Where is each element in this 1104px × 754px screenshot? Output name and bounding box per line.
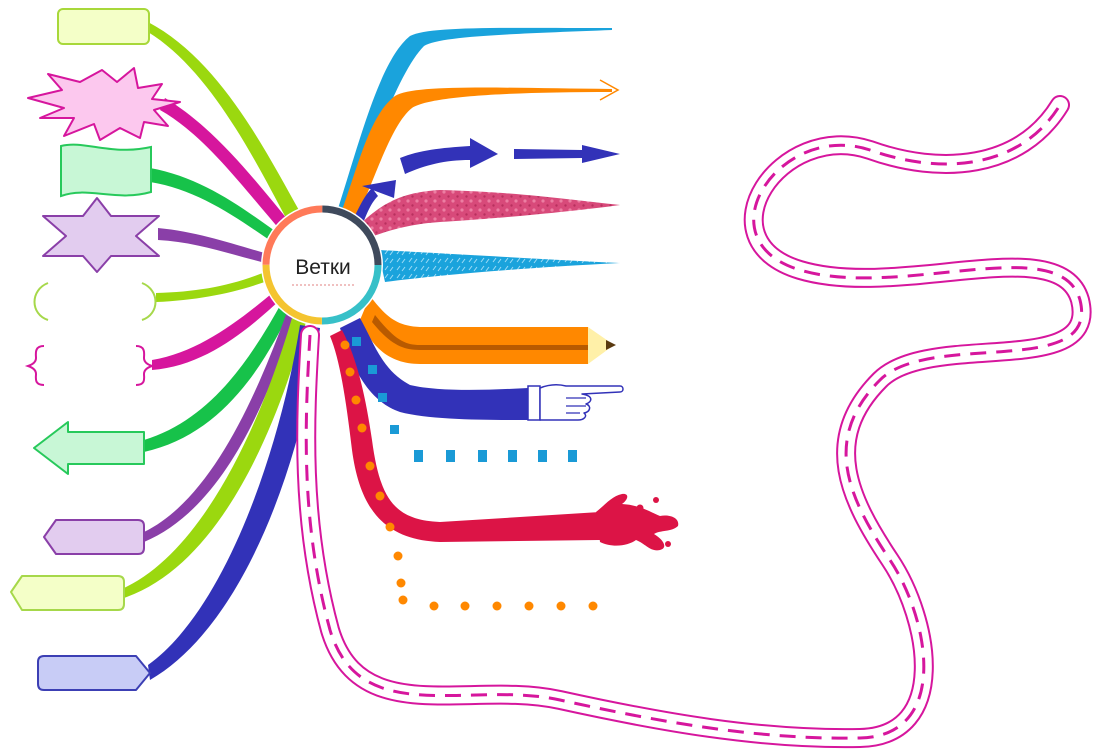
- branch-to-parentheses: [156, 270, 273, 302]
- central-topic[interactable]: Ветки: [261, 204, 383, 326]
- splash-drop: [653, 497, 659, 503]
- square-dash: [568, 450, 577, 462]
- hexagram-node[interactable]: [42, 197, 160, 273]
- arrow-chain-second-arrow: [400, 138, 498, 174]
- dot: [351, 395, 361, 405]
- open-arrow-branch: [340, 79, 620, 220]
- dot: [345, 367, 355, 377]
- left-parenthesis-shape: [33, 282, 49, 321]
- hand-cuff: [527, 385, 541, 421]
- left-pointer-lime-node[interactable]: [10, 575, 125, 611]
- dot: [357, 423, 367, 433]
- square-dash: [414, 450, 423, 462]
- splash-branch: [330, 330, 679, 551]
- road-branch: [296, 95, 1092, 749]
- dot: [375, 491, 385, 501]
- dot: [460, 601, 470, 611]
- dotted-branch: [340, 340, 598, 611]
- dot: [588, 601, 598, 611]
- branch-to-left-pointer-lime: [124, 318, 306, 598]
- pencil-tip-lead: [606, 340, 616, 350]
- dot: [398, 595, 408, 605]
- branch-to-hexagram: [158, 228, 272, 264]
- rounded-rectangle-node[interactable]: [57, 8, 150, 45]
- left-arrow-node[interactable]: [33, 421, 145, 475]
- splash-drop: [665, 541, 671, 547]
- splash-arm: [330, 330, 600, 542]
- branch-to-rounded-rectangle: [148, 22, 300, 218]
- arrow-chain-third-arrow: [514, 145, 620, 163]
- square-dash-branch: [352, 337, 577, 462]
- central-topic-ring-yellow: [262, 205, 382, 325]
- patterned-branch: [358, 190, 620, 238]
- parentheses-node[interactable]: [33, 282, 157, 321]
- pencil-body: [360, 296, 588, 364]
- wave-flag-node[interactable]: [60, 143, 152, 198]
- starburst-node[interactable]: [27, 67, 181, 141]
- open-arrow-head: [599, 79, 620, 101]
- central-topic-ring-slate: [262, 205, 382, 325]
- dot: [524, 601, 534, 611]
- branch-to-wave-flag: [150, 168, 285, 246]
- left-brace-shape: [24, 345, 45, 386]
- hand-finger-lines: [566, 397, 586, 414]
- branch-to-left-pointer-violet: [144, 312, 295, 542]
- left-nodes: [10, 8, 181, 691]
- dot: [365, 461, 375, 471]
- square-dash: [478, 450, 487, 462]
- branch-to-curly-braces: [152, 290, 282, 370]
- pencil-stripe: [372, 315, 588, 350]
- branch-to-left-arrow: [144, 302, 292, 452]
- dot: [385, 522, 395, 532]
- pencil-tip-wood: [588, 327, 614, 364]
- square-dash: [352, 337, 361, 346]
- arrow-chain-branch: [352, 138, 620, 226]
- dot: [429, 601, 439, 611]
- central-topic-label: Ветки: [295, 256, 351, 279]
- central-topic-background: [261, 204, 383, 326]
- pointing-hand-icon: [527, 383, 624, 421]
- right-parenthesis-shape: [141, 282, 157, 321]
- splash-blob: [596, 493, 679, 551]
- square-dash: [538, 450, 547, 462]
- square-dash: [508, 450, 517, 462]
- arrow-chain-first-arrow: [362, 180, 396, 198]
- left-pointer-violet-node[interactable]: [43, 519, 145, 555]
- hand-palm: [539, 383, 624, 421]
- right-brace-shape: [135, 345, 156, 386]
- square-dash: [390, 425, 399, 434]
- square-dash: [378, 393, 387, 402]
- central-topic-ring-coral: [262, 205, 382, 325]
- curly-braces-node[interactable]: [24, 345, 156, 386]
- textured-branch: [378, 250, 620, 282]
- pencil-branch: [360, 296, 616, 364]
- splash-drop: [636, 504, 644, 512]
- right-pointer-node[interactable]: [37, 655, 151, 691]
- dot: [492, 601, 502, 611]
- dot: [556, 601, 566, 611]
- branch-to-starburst: [160, 98, 292, 232]
- square-dash: [446, 450, 455, 462]
- square-dash: [368, 365, 377, 374]
- road-center-dashes: [304, 104, 1084, 740]
- right-branches: [330, 27, 679, 611]
- dot: [340, 340, 350, 350]
- dot: [393, 551, 403, 561]
- dot: [396, 578, 406, 588]
